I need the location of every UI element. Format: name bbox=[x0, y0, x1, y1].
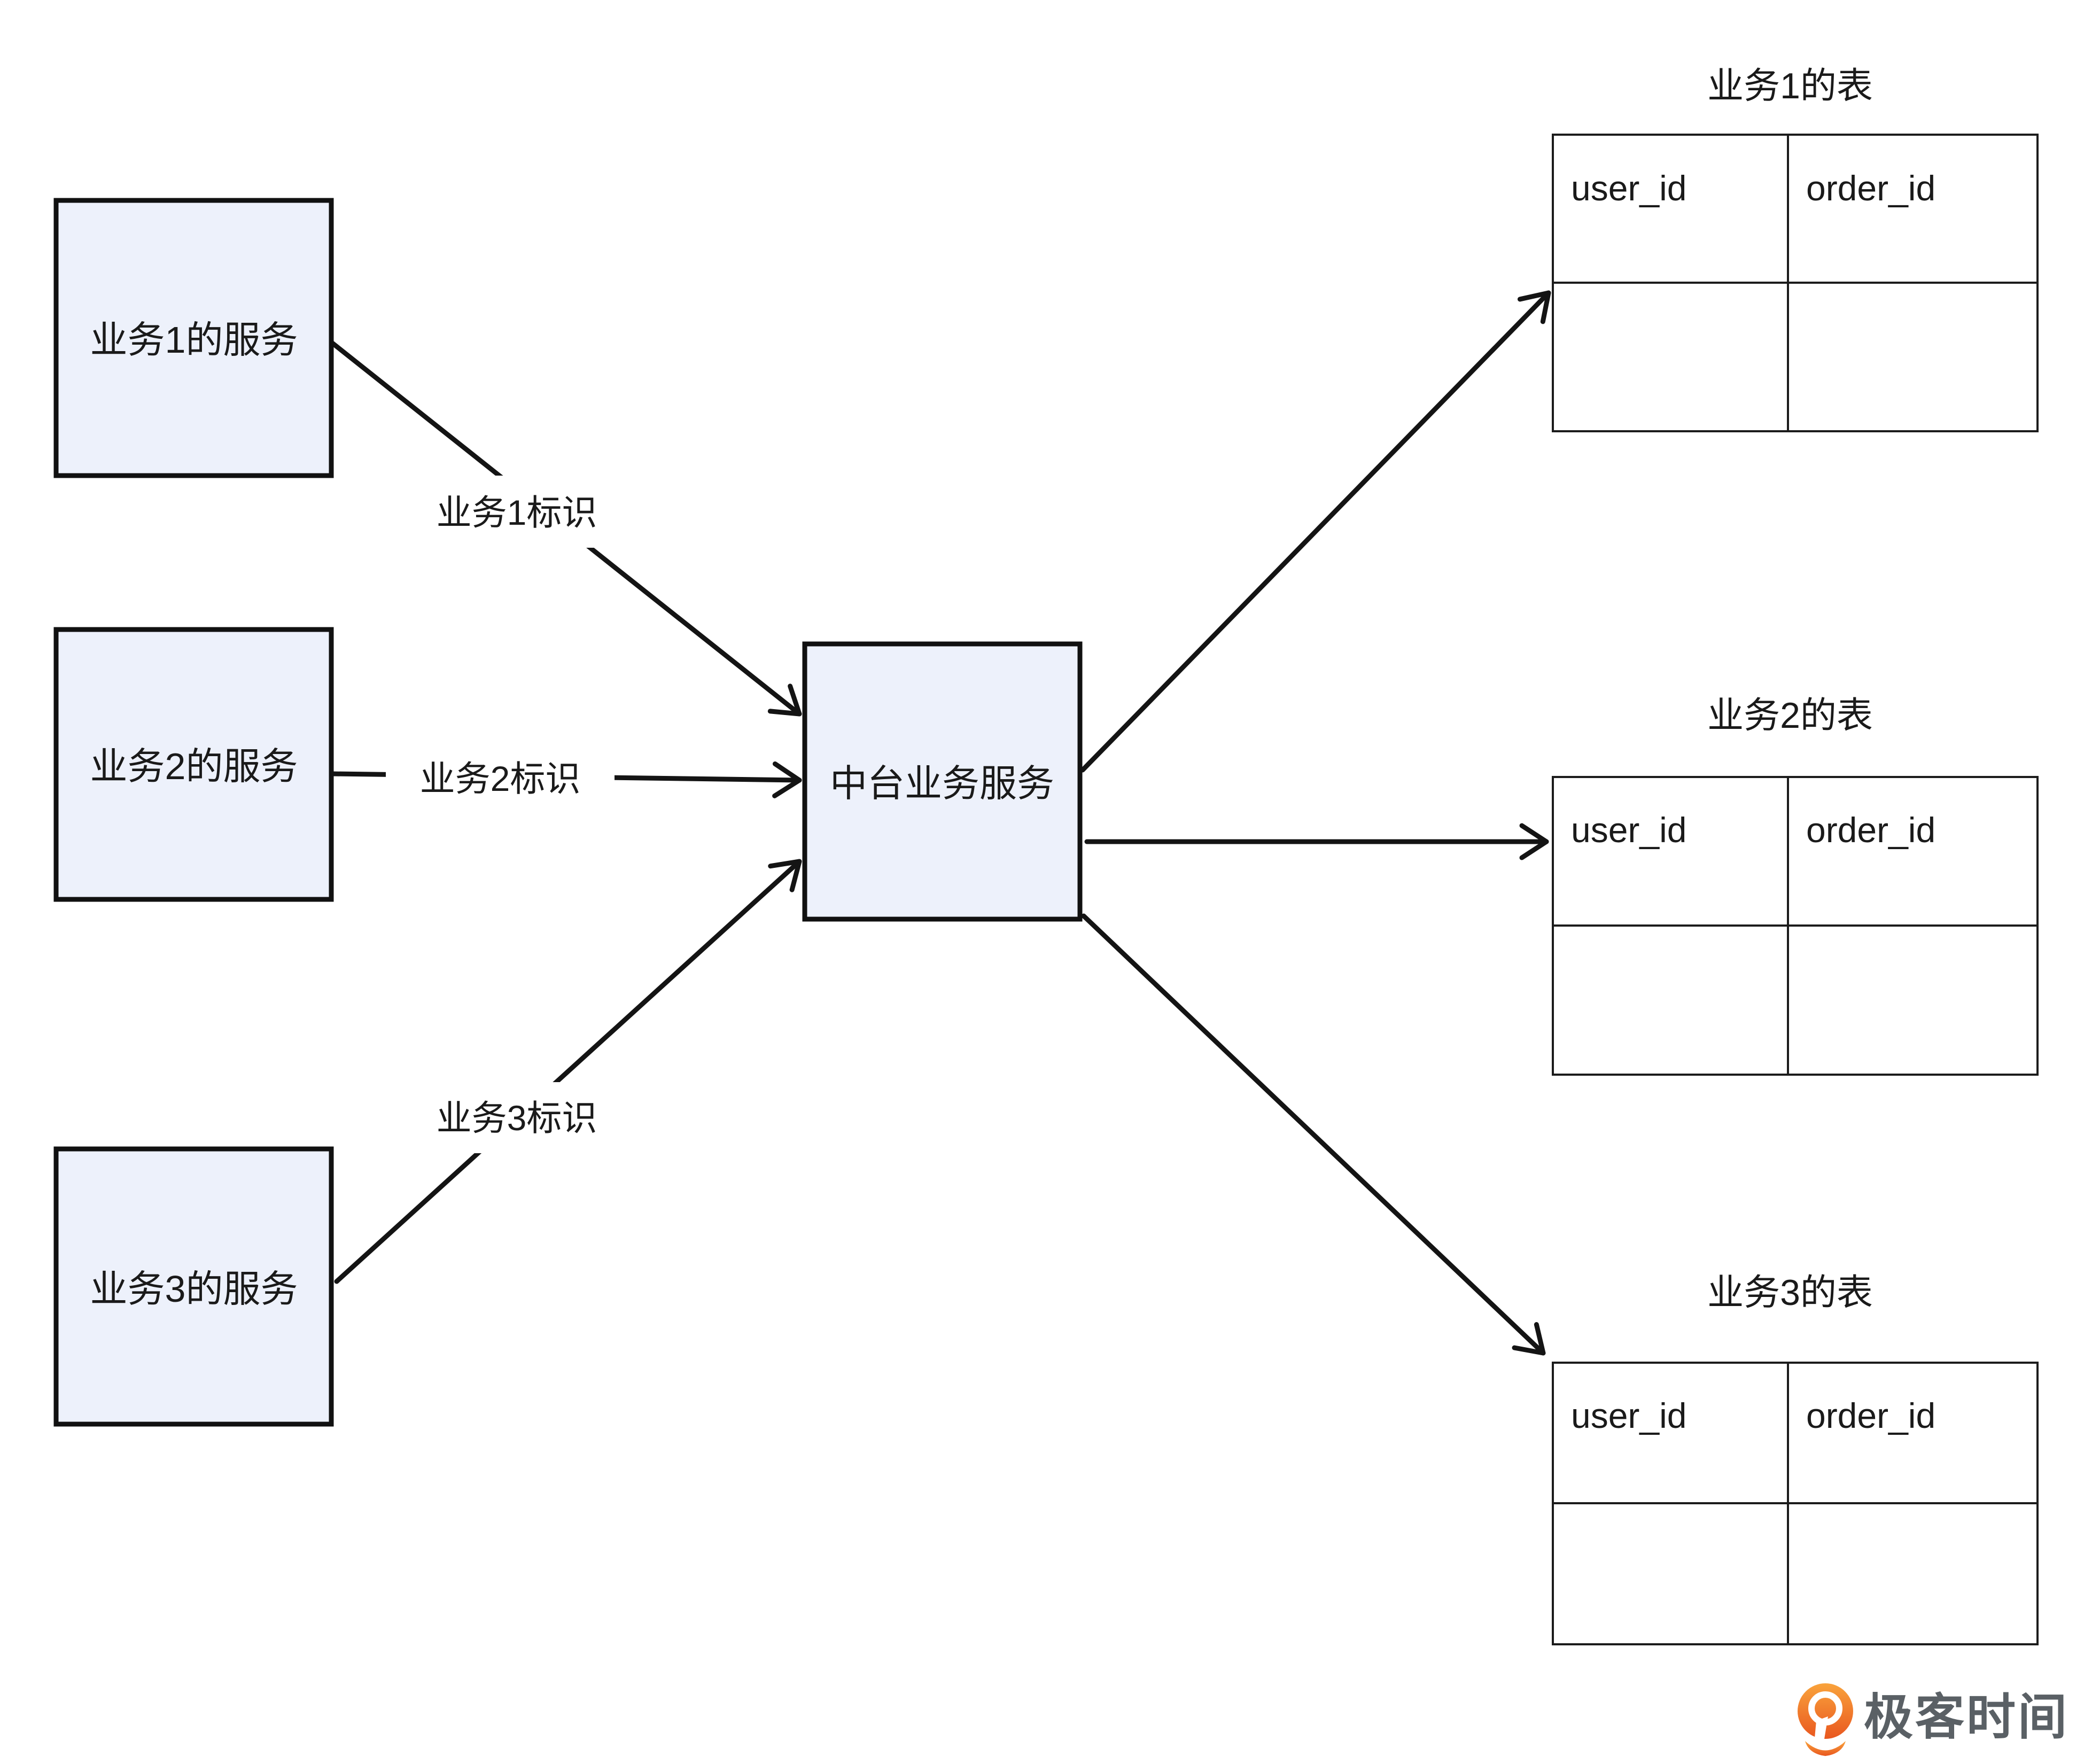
table-1: 业务1的表 user_id order_id bbox=[1552, 66, 2039, 432]
hub-label: 中台业务服务 bbox=[830, 763, 1054, 804]
table-1-col-order-id: order_id bbox=[1806, 168, 1935, 208]
table-3-title: 业务3的表 bbox=[1707, 1272, 1873, 1313]
service-1-label: 业务1的服务 bbox=[90, 319, 298, 361]
service-3-label: 业务3的服务 bbox=[90, 1268, 298, 1310]
table-3: 业务3的表 user_id order_id bbox=[1552, 1272, 2039, 1645]
hub-node: 中台业务服务 bbox=[802, 641, 1083, 922]
logo-q-tail bbox=[1815, 1716, 1828, 1742]
edge-label-bg bbox=[386, 743, 615, 813]
table-2: 业务2的表 user_id order_id bbox=[1552, 695, 2039, 1076]
edge-service3-to-hub bbox=[334, 859, 802, 1284]
service-2-box bbox=[53, 627, 334, 902]
table-1-title: 业务1的表 bbox=[1707, 66, 1873, 106]
geektime-logo-text: 极客时间 bbox=[1864, 1690, 2069, 1745]
edge-hub-to-table1 bbox=[1080, 290, 1551, 773]
edge-label-service1: 业务1标识 bbox=[437, 493, 597, 532]
table-2-col-order-id: order_id bbox=[1806, 810, 1935, 850]
table-3-col-order-id: order_id bbox=[1806, 1396, 1935, 1435]
service-nodes: 业务1的服务 业务2的服务 业务3的服务 bbox=[53, 198, 334, 1427]
logo-pin-crescent bbox=[1805, 1741, 1846, 1756]
table-1-col-user-id: user_id bbox=[1571, 168, 1686, 208]
edge-label-bg bbox=[417, 1082, 617, 1153]
service-3-node: 业务3的服务 bbox=[53, 1146, 334, 1427]
service-1-node: 业务1的服务 bbox=[53, 198, 334, 478]
table-2-col-user-id: user_id bbox=[1571, 810, 1686, 850]
table-2-title: 业务2的表 bbox=[1707, 695, 1873, 736]
geektime-logo: 极客时间 bbox=[1798, 1683, 2069, 1756]
edge-label-bg bbox=[417, 476, 617, 548]
table-3-col-user-id: user_id bbox=[1571, 1396, 1686, 1435]
edge-labels: 业务1标识 业务2标识 业务3标识 bbox=[386, 476, 617, 1153]
edge-label-service2: 业务2标识 bbox=[420, 759, 581, 798]
hub-box bbox=[802, 641, 1083, 922]
logo-pin-body bbox=[1798, 1683, 1853, 1739]
service-3-box bbox=[53, 1146, 334, 1427]
edge-hub-to-table3 bbox=[1081, 913, 1546, 1356]
service-2-node: 业务2的服务 bbox=[53, 627, 334, 902]
geektime-logo-mark bbox=[1798, 1683, 1853, 1756]
service-1-box bbox=[53, 198, 334, 478]
tables: 业务1的表 user_id order_id 业务2的表 user_id ord… bbox=[1552, 66, 2039, 1645]
service-2-label: 业务2的服务 bbox=[90, 745, 298, 787]
edge-label-service3: 业务3标识 bbox=[437, 1098, 597, 1138]
